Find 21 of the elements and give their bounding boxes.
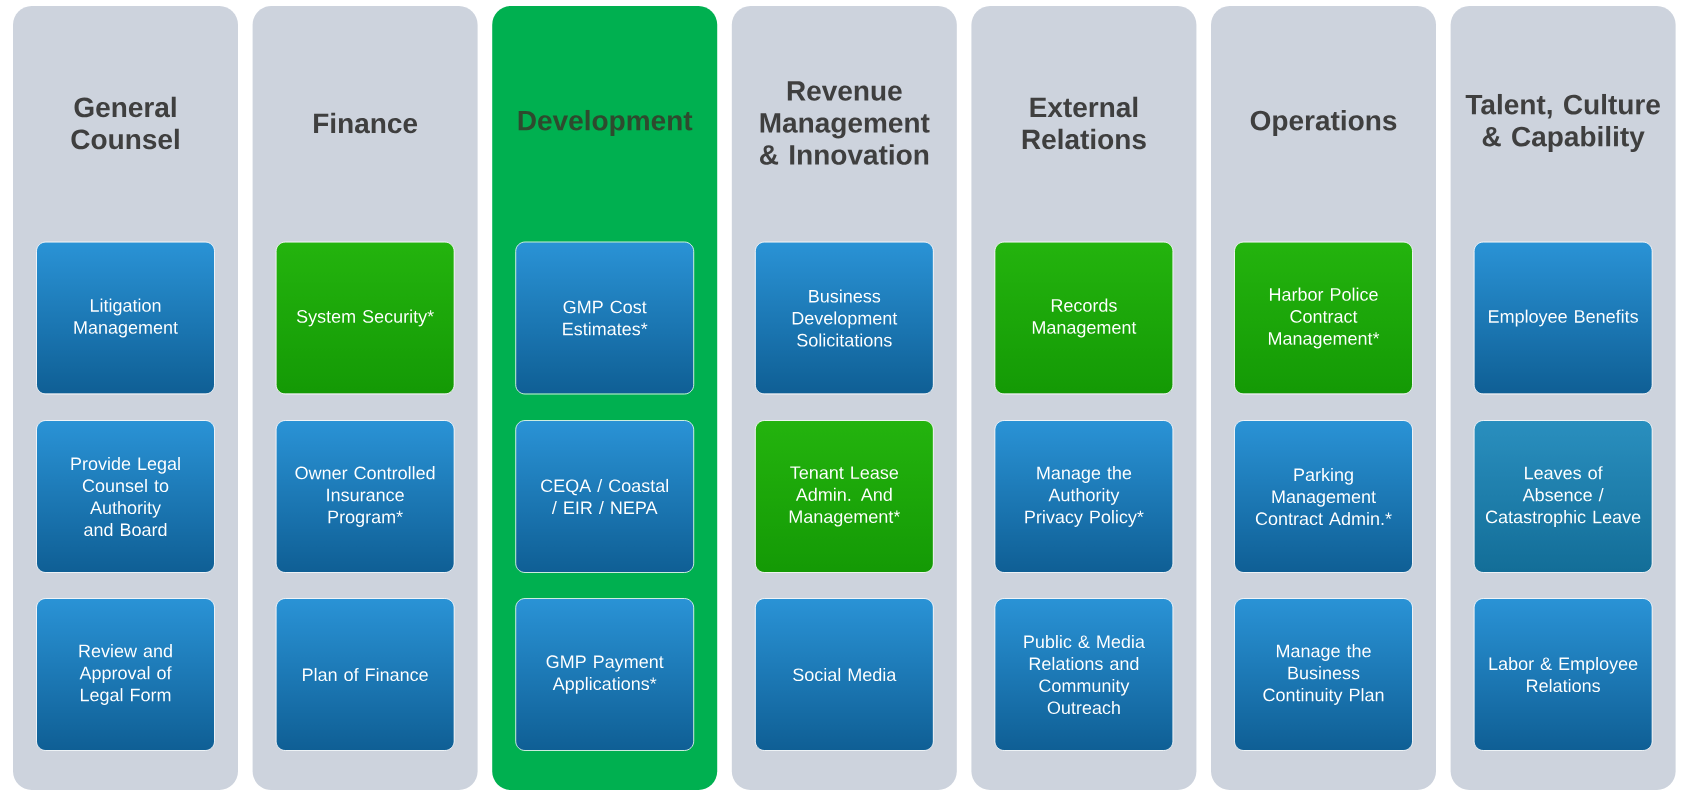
task-box: Review and Approval of Legal Form	[36, 598, 215, 751]
task-box: Records Management	[994, 241, 1174, 395]
task-box: Business Development Solicitations	[754, 241, 934, 395]
task-box: Litigation Management	[36, 241, 215, 395]
task-box: Manage the Authority Privacy Policy*	[994, 420, 1174, 573]
task-box: Public & Media Relations and Community Outreach	[994, 598, 1174, 751]
task-box: System Security*	[275, 241, 455, 395]
task-box: Employee Benefits	[1473, 241, 1653, 395]
task-box: CEQA / Coastal / EIR / NEPA	[515, 420, 695, 573]
task-box: Leaves of Absence / Catastrophic Leave	[1473, 420, 1653, 573]
task-box: Owner Controlled Insurance Program*	[275, 420, 455, 573]
task-box: Harbor Police Contract Management*	[1234, 241, 1413, 395]
task-box: GMP Cost Estimates*	[515, 241, 695, 395]
task-box: Labor & Employee Relations	[1473, 598, 1653, 751]
task-box: GMP Payment Applications*	[515, 598, 695, 751]
task-box: Manage the Business Continuity Plan	[1234, 598, 1413, 751]
task-box: Social Media	[754, 598, 934, 751]
task-box: Provide Legal Counsel to Authority and Board	[36, 420, 215, 573]
task-box: Plan of Finance	[275, 598, 455, 751]
task-box: Tenant Lease Admin. And Management*	[754, 420, 934, 573]
task-box: Parking Management Contract Admin.*	[1234, 420, 1413, 573]
